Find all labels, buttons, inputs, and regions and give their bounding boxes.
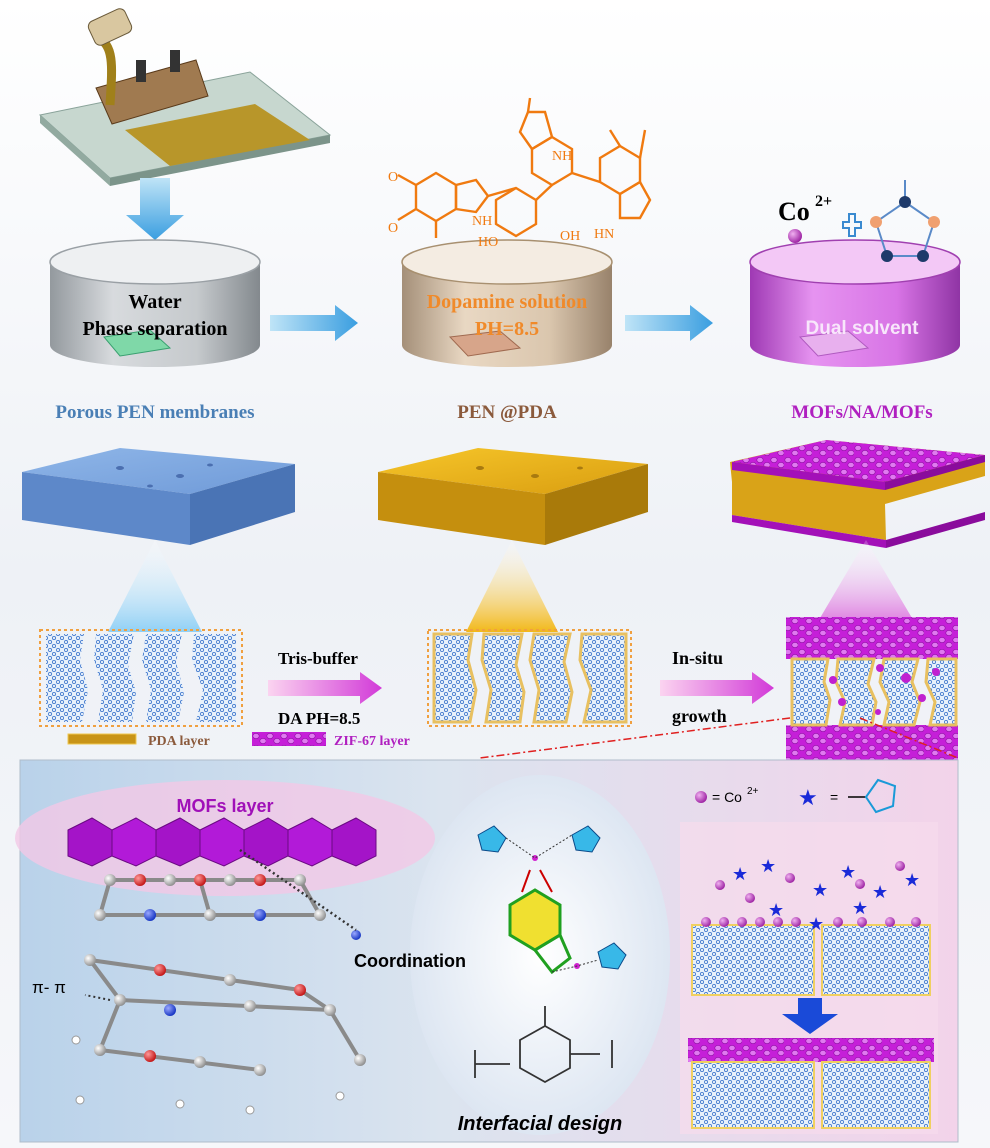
caption-porous-pen: Porous PEN membranes bbox=[55, 402, 254, 423]
ho-label: HO bbox=[478, 235, 498, 250]
svg-text:★: ★ bbox=[768, 900, 784, 921]
svg-text:★: ★ bbox=[840, 862, 856, 883]
interfacial-design-label: Interfacial design bbox=[458, 1113, 623, 1135]
star-icon: ★ bbox=[798, 786, 818, 811]
step2-top: In-situ bbox=[672, 648, 723, 668]
beaker1-line2: Phase separation bbox=[83, 318, 228, 340]
beaker2-line1: Dopamine solution bbox=[427, 291, 588, 313]
svg-text:★: ★ bbox=[812, 880, 828, 901]
hn-label: HN bbox=[594, 227, 614, 242]
legend-zif-swatch bbox=[252, 732, 326, 746]
plus-sign bbox=[842, 213, 862, 237]
co-ion-label: Co bbox=[778, 197, 810, 226]
beaker1-line1: Water bbox=[128, 291, 181, 313]
structure-labels: O O NH NH HO OH HN bbox=[388, 149, 614, 250]
coordination-label: Coordination bbox=[354, 951, 466, 971]
svg-text:★: ★ bbox=[852, 898, 868, 919]
oh-label: OH bbox=[560, 229, 580, 244]
svg-text:★: ★ bbox=[808, 914, 824, 935]
cone-gold bbox=[466, 540, 558, 632]
co-ion-ball bbox=[788, 229, 802, 243]
svg-text:★: ★ bbox=[732, 864, 748, 885]
svg-text:★: ★ bbox=[872, 882, 888, 903]
down-arrow-blue bbox=[126, 178, 184, 240]
growth-down-arrow bbox=[782, 998, 838, 1034]
cross-section-pen bbox=[39, 629, 243, 727]
cross-section-mof bbox=[786, 617, 958, 767]
membrane-slab-pda bbox=[378, 448, 648, 545]
svg-text:★: ★ bbox=[904, 870, 920, 891]
step1-top: Tris-buffer bbox=[278, 649, 358, 668]
membrane-slab-pen bbox=[22, 448, 295, 545]
cone-blue bbox=[108, 540, 202, 632]
right-arrow-2 bbox=[625, 305, 713, 341]
legend-co-ball bbox=[695, 791, 707, 803]
growth-schematic-after bbox=[688, 1038, 934, 1129]
nh-top-label: NH bbox=[552, 149, 572, 164]
pi-pi-label: π- π bbox=[32, 978, 66, 997]
mof-crystals bbox=[67, 817, 377, 867]
beaker-dual-solvent bbox=[749, 239, 961, 367]
legend-imidazole-icon bbox=[848, 778, 897, 814]
membrane-slab-mof bbox=[730, 440, 985, 548]
nh-left-label: NH bbox=[472, 214, 492, 229]
legend-pda-swatch bbox=[67, 733, 137, 745]
growth-schematic-before: ★★★ ★★★ ★★★ bbox=[691, 856, 931, 996]
interaction-dots bbox=[239, 848, 357, 932]
beaker2-line2: PH=8.5 bbox=[475, 318, 539, 340]
caption-pen-pda: PEN @PDA bbox=[457, 402, 557, 423]
step-arrow-1 bbox=[268, 672, 382, 704]
beaker-water bbox=[49, 239, 261, 367]
beaker-dopamine bbox=[401, 239, 613, 367]
legend-zif-label: ZIF-67 layer bbox=[334, 734, 410, 749]
step1-bottom: DA PH=8.5 bbox=[278, 709, 360, 728]
svg-text:★: ★ bbox=[760, 856, 776, 877]
imidazole-ring-icon bbox=[870, 180, 940, 262]
carbonyl-o1: O bbox=[388, 170, 398, 185]
carbonyl-o2: O bbox=[388, 221, 398, 236]
beaker3-label: Dual solvent bbox=[806, 318, 920, 339]
zoom-line-right bbox=[859, 717, 959, 759]
polydopamine-structure bbox=[397, 97, 652, 238]
zoom-line-left bbox=[479, 717, 791, 759]
caption-mofs-na-mofs: MOFs/NA/MOFs bbox=[791, 402, 932, 423]
cone-pink bbox=[820, 540, 912, 618]
casting-machine-illustration bbox=[38, 8, 332, 186]
legend-co-text: = Co bbox=[712, 789, 742, 805]
mofs-layer-label: MOFs layer bbox=[176, 796, 273, 816]
coordination-structure bbox=[474, 825, 627, 1084]
right-arrow-1 bbox=[270, 305, 358, 341]
molecule-atoms bbox=[71, 874, 366, 1115]
cross-section-pda bbox=[427, 629, 632, 727]
legend-pda-label: PDA layer bbox=[148, 734, 210, 749]
step-arrow-2 bbox=[660, 672, 774, 704]
pi-pi-dots bbox=[84, 994, 111, 1001]
step2-bottom: growth bbox=[672, 706, 727, 726]
co-ion-charge: 2+ bbox=[815, 193, 832, 210]
legend-co-charge: 2+ bbox=[747, 786, 759, 797]
legend-star-eq: = bbox=[830, 789, 838, 805]
